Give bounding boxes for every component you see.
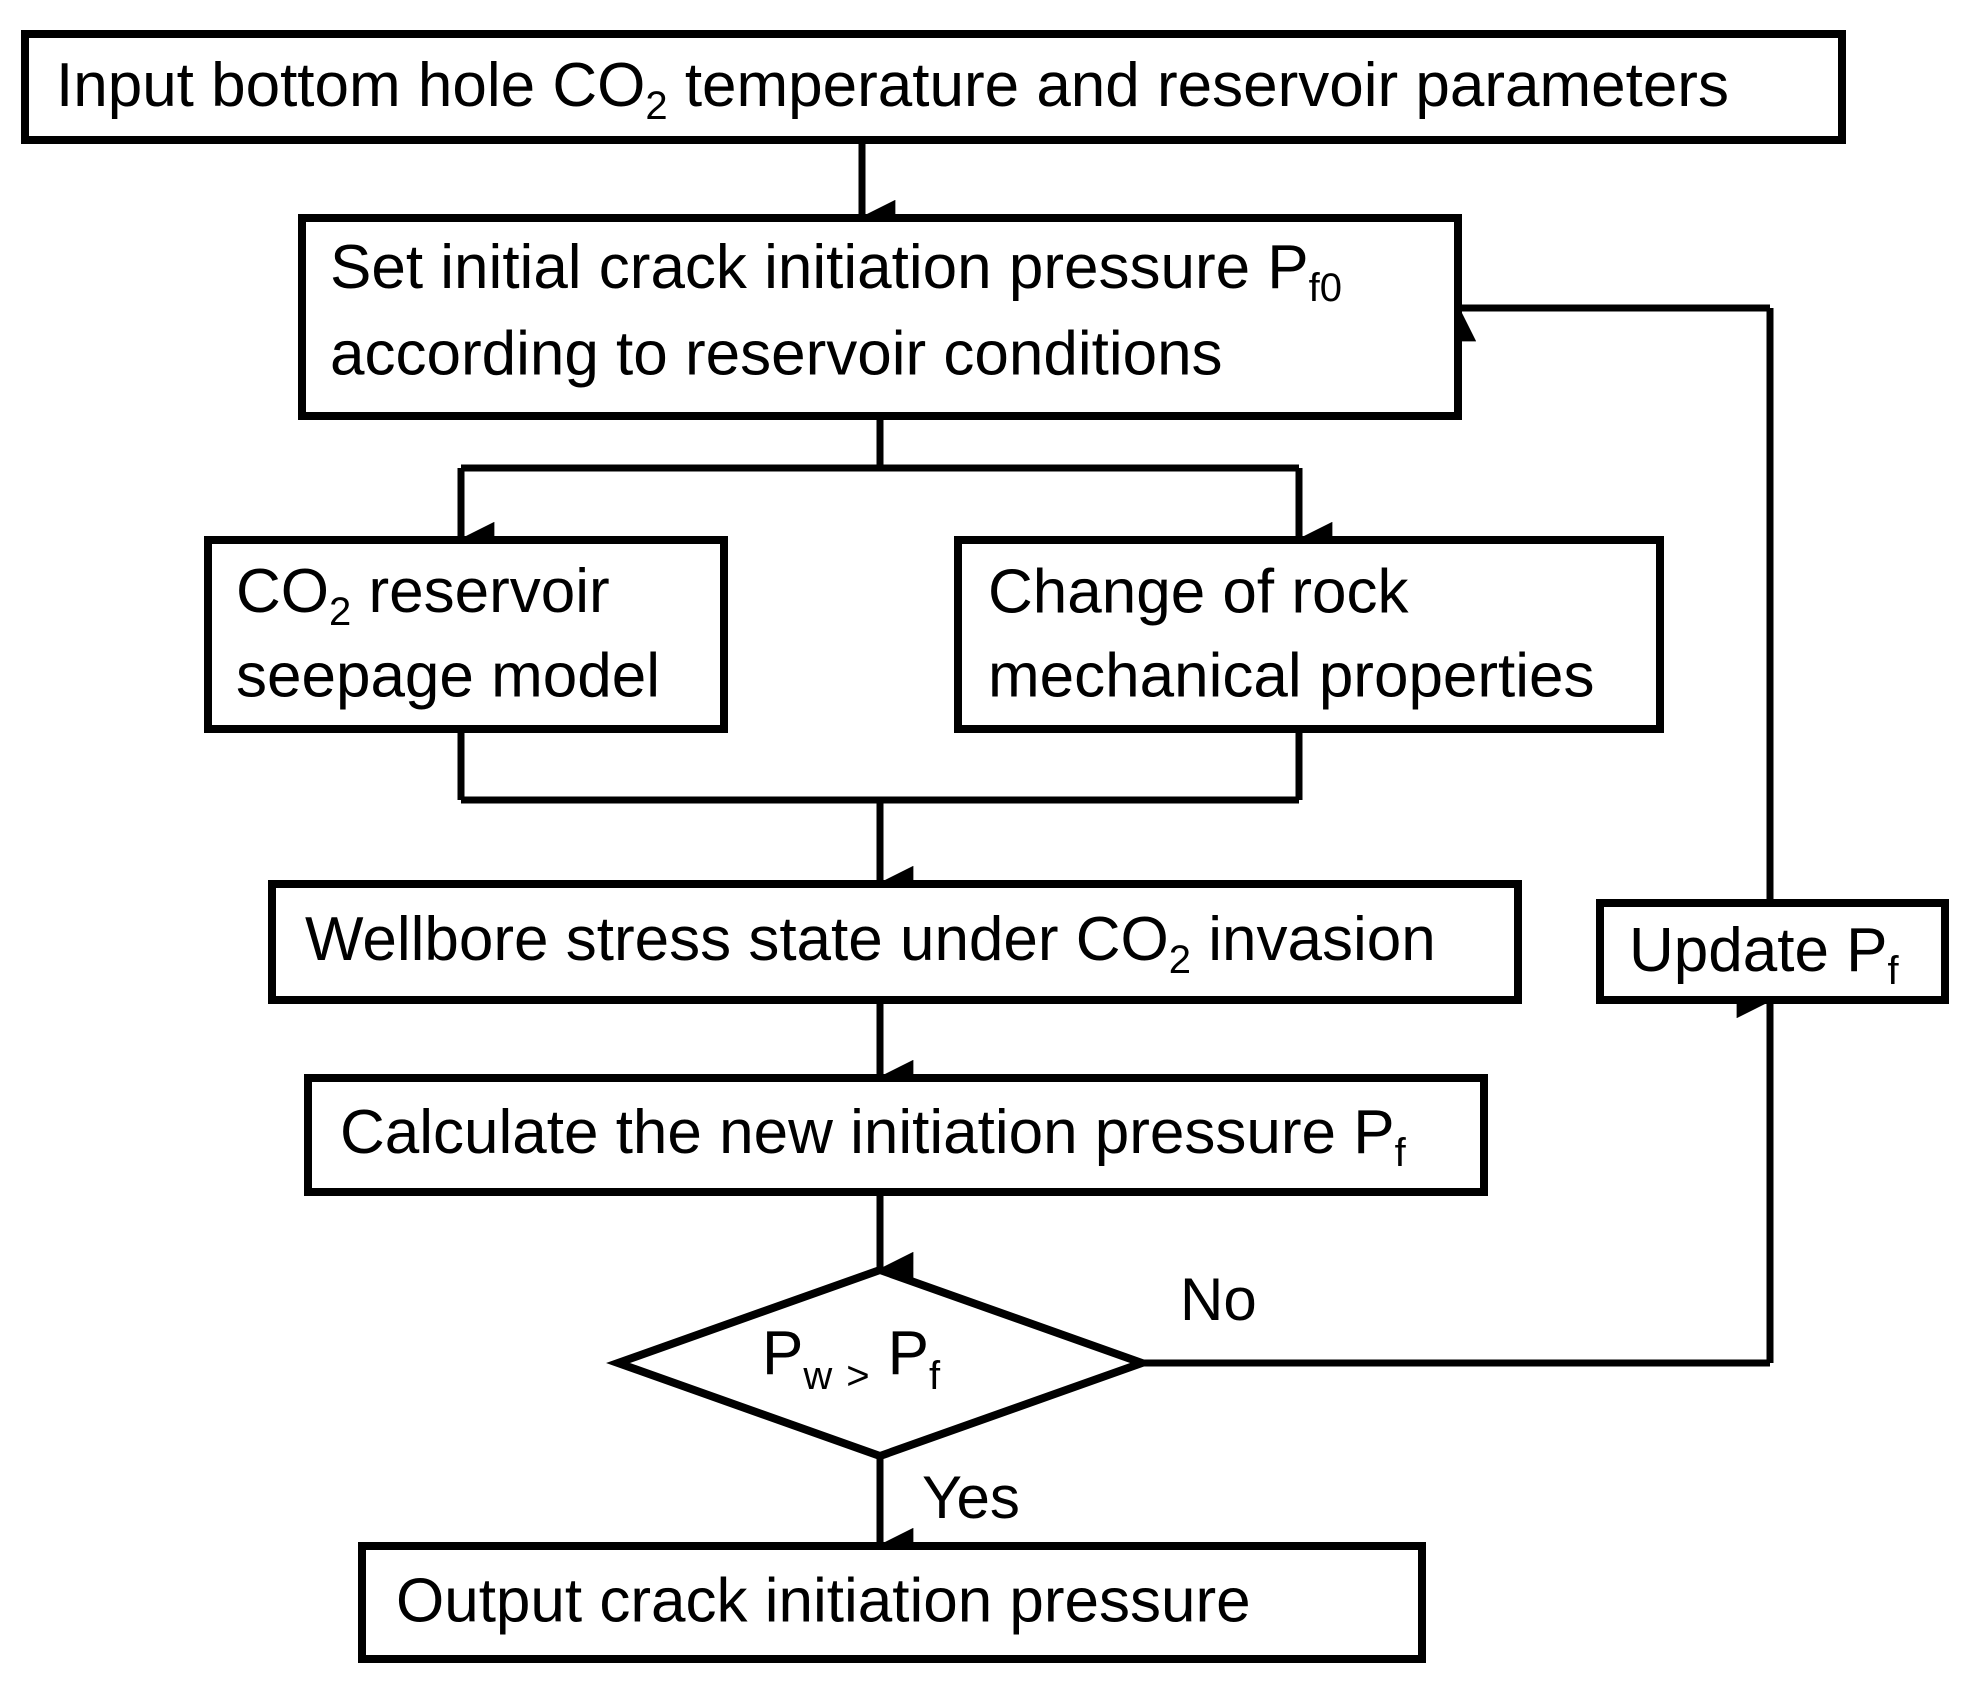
node-decision-left-var: P	[762, 1319, 803, 1388]
node-decision-operator: >	[846, 1354, 869, 1398]
node-decision-right-var: P	[888, 1319, 929, 1388]
node-update-text-a: Update P	[1629, 916, 1888, 985]
svg-text:Wellbore stress state under CO: Wellbore stress state under CO2 invasion	[305, 905, 1436, 981]
node-decision-left-sub: w	[802, 1354, 832, 1398]
node-calculate-text-a: Calculate the new initiation pressure P	[340, 1098, 1395, 1167]
node-rock-change-line1: Change of rock	[988, 557, 1409, 626]
node-input-text-a: Input bottom hole CO	[56, 51, 645, 120]
node-seepage-line1-a: CO	[236, 557, 329, 626]
node-seepage-subscript: 2	[329, 590, 351, 634]
node-set-initial-subscript: f0	[1309, 266, 1342, 310]
node-update-subscript: f	[1888, 949, 1900, 993]
node-set-initial-line1-a: Set initial crack initiation pressure P	[330, 233, 1309, 302]
node-decision[interactable]: Pw > Pf	[606, 1265, 1154, 1461]
node-rock-change[interactable]: Change of rock mechanical properties	[954, 536, 1664, 733]
node-update[interactable]: Update Pf	[1596, 899, 1949, 1004]
svg-text:Update Pf: Update Pf	[1629, 916, 1900, 992]
edge-set-initial-split	[457, 416, 1333, 559]
node-seepage-model[interactable]: CO2 reservoir seepage model	[204, 536, 728, 733]
svg-text:CO2 reservoir: CO2 reservoir	[236, 557, 610, 633]
node-input[interactable]: Input bottom hole CO2 temperature and re…	[21, 30, 1846, 144]
node-rock-change-line2: mechanical properties	[988, 641, 1595, 710]
edge-update-to-set-initial	[1439, 304, 1774, 903]
node-set-initial-line2: according to reservoir conditions	[330, 319, 1223, 388]
node-output[interactable]: Output crack initiation pressure	[358, 1542, 1426, 1663]
node-calculate-subscript: f	[1395, 1131, 1407, 1175]
node-decision-right-sub: f	[929, 1354, 941, 1398]
node-set-initial[interactable]: Set initial crack initiation pressure Pf…	[298, 214, 1462, 420]
svg-text:Set initial crack initiation p: Set initial crack initiation pressure Pf…	[330, 233, 1342, 309]
svg-text:Calculate the new initiation p: Calculate the new initiation pressure Pf	[340, 1098, 1407, 1174]
node-calculate[interactable]: Calculate the new initiation pressure Pf	[304, 1074, 1488, 1196]
node-output-text: Output crack initiation pressure	[396, 1566, 1251, 1635]
node-wellbore-text-a: Wellbore stress state under CO	[305, 905, 1169, 974]
node-wellbore-stress[interactable]: Wellbore stress state under CO2 invasion	[268, 880, 1522, 1004]
node-wellbore-subscript: 2	[1169, 938, 1191, 982]
node-input-text-b: temperature and reservoir parameters	[668, 51, 1729, 120]
node-seepage-line1-b: reservoir	[351, 557, 609, 626]
edge-merge-to-wellbore	[457, 729, 1303, 903]
node-wellbore-text-b: invasion	[1191, 905, 1436, 974]
svg-text:Pw>Pf: Pw > Pf	[762, 1319, 941, 1397]
edge-label-yes: Yes	[922, 1464, 1020, 1531]
node-seepage-line2: seepage model	[236, 641, 660, 710]
edge-label-no: No	[1180, 1266, 1257, 1333]
edge-decision-no-to-update	[1142, 981, 1774, 1367]
svg-text:Input bottom hole CO2 temperat: Input bottom hole CO2 temperature and re…	[56, 51, 1729, 127]
node-input-subscript: 2	[645, 84, 667, 128]
